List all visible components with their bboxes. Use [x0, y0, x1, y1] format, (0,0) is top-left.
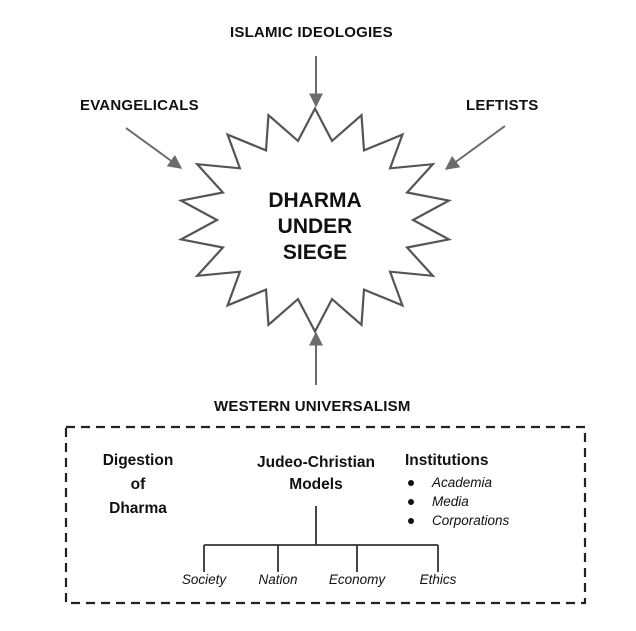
institutions-list: Academia Media Corporations	[405, 473, 509, 530]
center-line-3: SIEGE	[282, 241, 348, 264]
digestion-heading: Digestion of Dharma	[88, 451, 188, 519]
label-evangelicals: EVANGELICALS	[80, 97, 199, 114]
branch-economy: Economy	[328, 572, 386, 587]
center-title: DHARMA UNDER SIEGE	[240, 188, 390, 266]
center-line-1: DHARMA	[268, 189, 362, 212]
branch-ethics: Ethics	[419, 572, 457, 587]
branch-nation: Nation	[258, 572, 298, 587]
institutions-title: Institutions	[405, 452, 489, 469]
label-leftists: LEFTISTS	[466, 97, 539, 114]
models-line-1: Judeo-Christian	[257, 454, 375, 471]
models-line-2: Models	[289, 476, 343, 493]
digestion-line-2: of	[130, 476, 146, 493]
models-heading: Judeo-Christian Models	[238, 453, 394, 495]
institution-item: Academia	[405, 473, 509, 492]
institutions-block: Institutions Academia Media Corporations	[405, 451, 509, 530]
digestion-line-3: Dharma	[109, 500, 167, 517]
digestion-line-1: Digestion	[102, 452, 174, 469]
western-universalism-box	[64, 425, 587, 605]
label-islamic-ideologies: ISLAMIC IDEOLOGIES	[230, 24, 393, 41]
institution-item: Corporations	[405, 511, 509, 530]
branch-society: Society	[181, 572, 227, 587]
starburst-shape	[177, 106, 453, 334]
arrow-left	[125, 127, 183, 169]
arrow-right	[444, 125, 506, 170]
branch-tree	[203, 506, 439, 572]
label-western-universalism: WESTERN UNIVERSALISM	[214, 398, 411, 415]
institution-item: Media	[405, 492, 509, 511]
center-line-2: UNDER	[277, 215, 353, 238]
